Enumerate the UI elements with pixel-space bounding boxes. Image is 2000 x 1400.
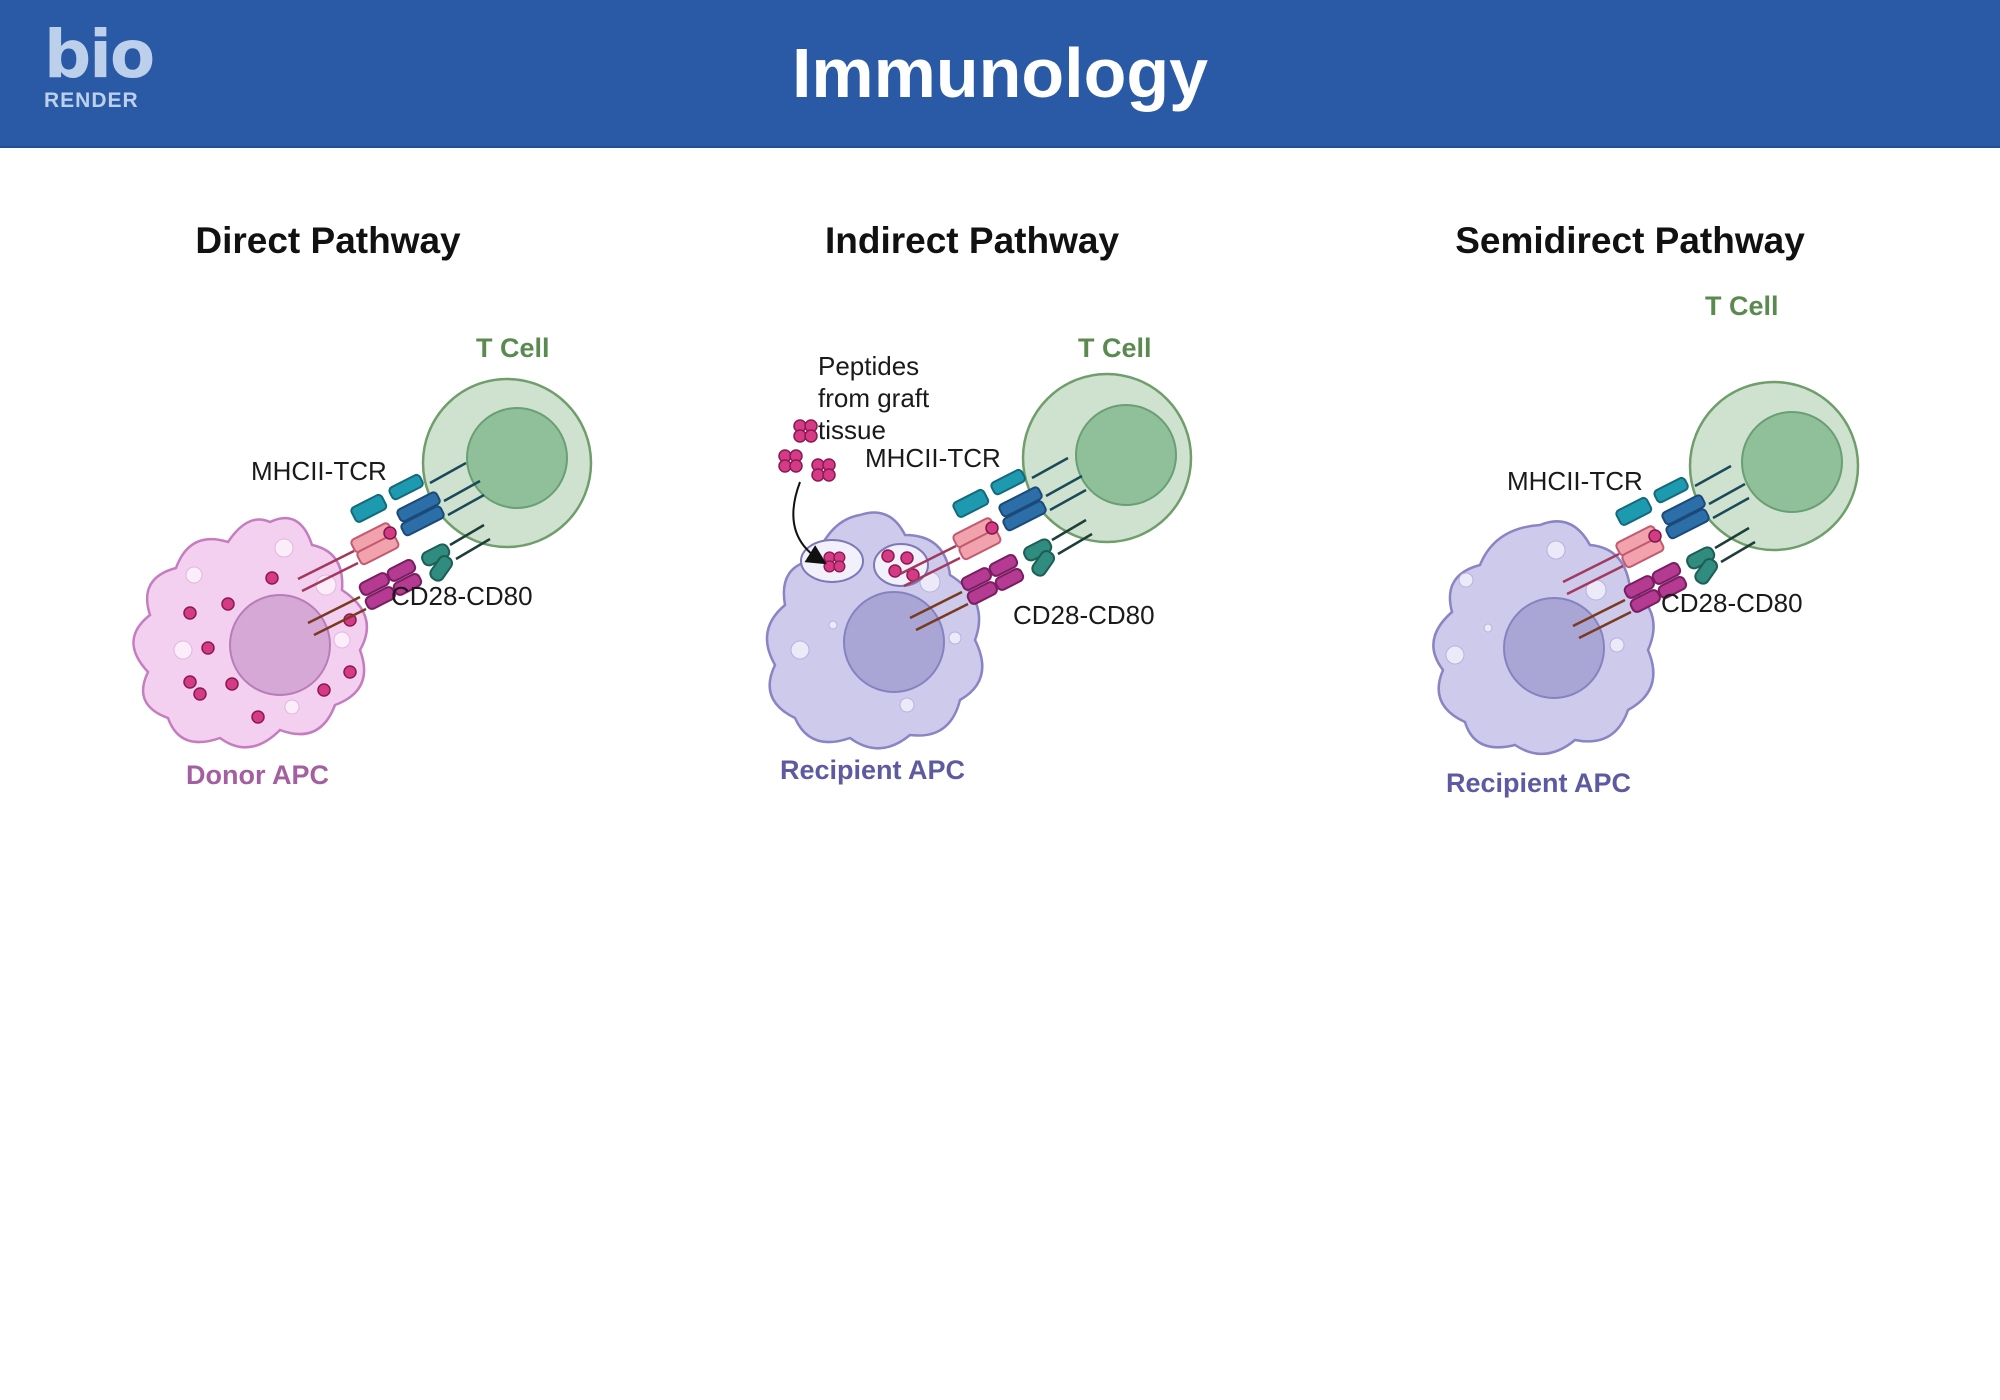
endosome-icon <box>800 539 929 587</box>
indirect-recipient-apc-label: Recipient APC <box>780 755 966 785</box>
indirect-t-cell-label: T Cell <box>1078 333 1152 363</box>
donor-apc-label: Donor APC <box>186 760 329 790</box>
semidirect-cd28-cd80-label: CD28-CD80 <box>1661 588 1803 618</box>
semidirect-recipient-apc-label: Recipient APC <box>1446 768 1632 798</box>
direct-t-cell-icon <box>421 377 593 549</box>
donor-apc-icon <box>132 516 369 749</box>
indirect-t-cell-icon <box>1021 372 1193 544</box>
biorender-logo-text: RENDER <box>44 89 139 112</box>
direct-pathway-title: Direct Pathway <box>195 220 461 261</box>
semidirect-mhcii-tcr-label: MHCII-TCR <box>1507 466 1643 496</box>
indirect-pathway-title: Indirect Pathway <box>824 220 1120 261</box>
semidirect-t-cell-icon <box>1688 380 1860 552</box>
page-title: Immunology <box>791 34 1209 112</box>
arrow-icon <box>792 481 827 565</box>
semidirect-pathway-title: Semidirect Pathway <box>1455 220 1805 261</box>
direct-mhcii-tcr-label: MHCII-TCR <box>251 456 387 486</box>
peptides-label: Peptides from graft tissue <box>818 351 930 445</box>
header-bar: bio RENDER Immunology <box>0 0 2000 148</box>
direct-cd28-cd80-label: CD28-CD80 <box>391 581 533 611</box>
indirect-mhcii-tcr-label: MHCII-TCR <box>865 443 1001 473</box>
semidirect-recipient-apc-icon <box>1432 520 1655 756</box>
indirect-cd28-cd80-label: CD28-CD80 <box>1013 600 1155 630</box>
semidirect-t-cell-label: T Cell <box>1705 291 1779 321</box>
direct-t-cell-label: T Cell <box>476 333 550 363</box>
biorender-logo: bio <box>44 16 155 93</box>
